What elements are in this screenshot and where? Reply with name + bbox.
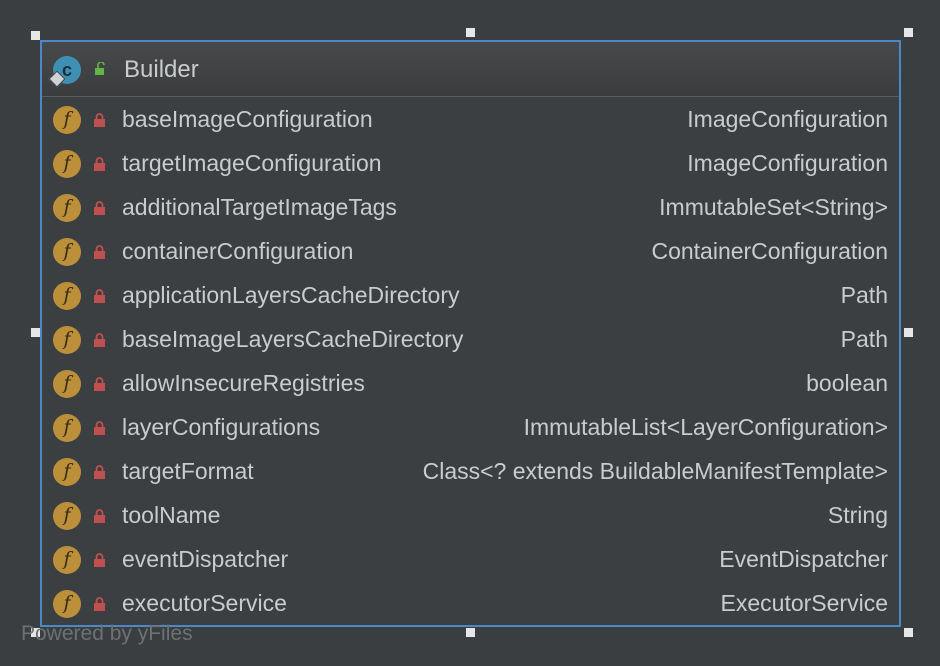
field-icon: f [53,150,81,178]
field-row[interactable]: f executorService ExecutorService [42,582,899,626]
field-type: ExecutorService [720,590,888,616]
class-icon-letter: c [61,60,72,80]
field-name: toolName [122,502,221,528]
private-lock-icon [94,597,105,611]
resize-handle-top-left[interactable] [31,31,40,40]
field-row[interactable]: f additionalTargetImageTags ImmutableSet<S… [42,186,899,230]
resize-handle-bottom-left[interactable] [31,628,40,637]
field-row[interactable]: f targetImageConfiguration ImageConfigurat… [42,142,899,186]
field-icon: f [53,194,81,222]
field-type: Path [840,326,888,352]
field-name: eventDispatcher [122,546,289,572]
field-name: baseImageConfiguration [122,106,373,132]
field-name: targetFormat [122,458,254,484]
field-type: String [827,502,888,528]
field-row[interactable]: f layerConfigurations ImmutableList<LayerC… [42,406,899,450]
public-icon [95,62,105,75]
field-type: ImmutableSet<String> [659,194,888,220]
field-icon: f [53,238,81,266]
field-icon: f [53,414,81,442]
field-type: ContainerConfiguration [651,238,888,264]
field-icon: f [53,106,81,134]
private-lock-icon [94,157,105,171]
field-row[interactable]: f baseImageConfiguration ImageConfiguratio… [42,98,899,142]
class-header[interactable]: c Builder [42,42,899,97]
field-type: Path [840,282,888,308]
field-row[interactable]: f containerConfiguration ContainerConfigur… [42,230,899,274]
resize-handle-bottom-right[interactable] [904,628,913,637]
field-type: ImageConfiguration [687,150,888,176]
field-name: targetImageConfiguration [122,150,382,176]
field-icon: f [53,326,81,354]
field-type: ImageConfiguration [687,106,888,132]
watermark: Powered by yFiles [21,622,193,645]
field-name: applicationLayersCacheDirectory [122,282,460,308]
private-lock-icon [94,201,105,215]
field-name: baseImageLayersCacheDirectory [122,326,464,352]
field-type: EventDispatcher [719,546,888,572]
field-name: allowInsecureRegistries [122,370,365,396]
resize-handle-top-right[interactable] [904,28,913,37]
resize-handle-left[interactable] [31,328,40,337]
private-lock-icon [94,245,105,259]
resize-handle-top[interactable] [466,28,475,37]
private-lock-icon [94,509,105,523]
private-lock-icon [94,289,105,303]
class-name: Builder [124,56,199,83]
field-name: layerConfigurations [122,414,321,440]
field-name: executorService [122,590,287,616]
field-row[interactable]: f allowInsecureRegistries boolean [42,362,899,406]
resize-handle-bottom[interactable] [466,628,475,637]
field-icon: f [53,458,81,486]
field-type: boolean [806,370,888,396]
field-icon: f [53,546,81,574]
field-row[interactable]: f baseImageLayersCacheDirectory Path [42,318,899,362]
private-lock-icon [94,113,105,127]
private-lock-icon [94,465,105,479]
private-lock-icon [94,553,105,567]
resize-handle-right[interactable] [904,328,913,337]
field-name: additionalTargetImageTags [122,194,397,220]
field-icon: f [53,590,81,618]
private-lock-icon [94,333,105,347]
field-row[interactable]: f applicationLayersCacheDirectory Path [42,274,899,318]
private-lock-icon [94,421,105,435]
field-row[interactable]: f toolName String [42,494,899,538]
field-type: Class<? extends BuildableManifestTemplat… [422,458,888,484]
field-type: ImmutableList<LayerConfiguration> [523,414,888,440]
field-row[interactable]: f targetFormat Class<? extends BuildableMa… [42,450,899,494]
private-lock-icon [94,377,105,391]
class-icon: c [48,56,81,88]
field-name: containerConfiguration [122,238,354,264]
field-icon: f [53,282,81,310]
field-icon: f [53,502,81,530]
field-icon: f [53,370,81,398]
field-row[interactable]: f eventDispatcher EventDispatcher [42,538,899,582]
